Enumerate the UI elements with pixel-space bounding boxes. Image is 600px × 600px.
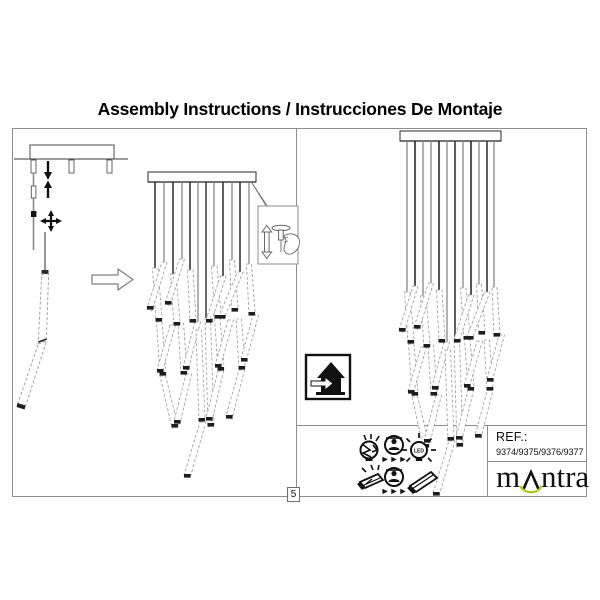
ref-label: REF.:	[496, 430, 528, 444]
cable-up-arrow	[44, 180, 52, 198]
pendant-tubes-right	[398, 282, 506, 497]
mantra-logo: m ntra	[496, 459, 589, 495]
ref-logo-divider	[487, 461, 587, 462]
assembly-flow-arrow	[91, 268, 134, 291]
hand-icon	[283, 233, 300, 255]
svg-text:LED: LED	[414, 449, 424, 455]
pendant-tubes	[146, 258, 260, 479]
arrow-glyph-row2: ►►►	[381, 486, 408, 496]
page-number-badge: 5	[287, 487, 300, 502]
logo-text-m: m	[496, 459, 521, 494]
arrow-glyph-row1: ►►►	[381, 454, 408, 464]
cable-adjust-cross-arrow	[40, 210, 62, 232]
logo-a-mark	[519, 469, 543, 494]
pendant-end-caps	[147, 301, 256, 478]
panel-divider	[296, 128, 297, 497]
footer-divider	[297, 425, 587, 426]
suspension-cables	[154, 182, 250, 330]
qualified-person-icon: ►►►	[381, 435, 408, 464]
suspension-cables-right	[406, 141, 495, 350]
logo-text-ntra: ntra	[541, 459, 590, 494]
broken-led-module-icon	[357, 464, 385, 490]
chandelier-ceiling-plate	[147, 171, 257, 183]
led-bulb-icon: LED	[402, 433, 436, 463]
cable-down-arrow	[44, 161, 52, 180]
led-module-icon	[407, 470, 439, 494]
pendant-end-caps-right	[399, 325, 501, 496]
broken-bulb-icon	[359, 434, 380, 461]
ref-codes: 9374/9375/9376/9377	[496, 447, 584, 457]
gripper-body	[271, 224, 291, 252]
single-pendant-tube-detail	[16, 232, 50, 410]
drawing-frame	[12, 128, 587, 497]
ceiling-canopy-detail	[14, 144, 128, 250]
page-title: Assembly Instructions / Instrucciones De…	[97, 99, 503, 119]
qualified-person-icon: ►►►	[381, 467, 408, 496]
vertical-double-arrow	[261, 224, 273, 260]
chandelier-ceiling-plate-right	[399, 130, 502, 142]
